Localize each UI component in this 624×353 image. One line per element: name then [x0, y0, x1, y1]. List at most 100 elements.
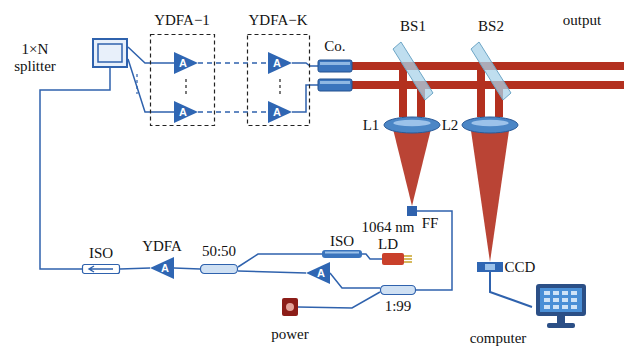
optical-fiber	[298, 292, 380, 308]
isolator-body	[322, 250, 362, 258]
ellipsis-dash	[279, 79, 280, 97]
screen-tile	[562, 298, 568, 302]
screen-tile	[544, 291, 550, 295]
lens-outline	[462, 117, 518, 133]
lens: L2	[462, 117, 518, 133]
detector-window	[286, 303, 294, 311]
component-label: YDFA−1	[154, 12, 210, 29]
collimator-outline	[318, 57, 352, 93]
computer-icon-outline	[532, 284, 590, 330]
coupler-body	[201, 265, 238, 274]
amplifier-triangle	[268, 101, 292, 123]
optical-fiber	[40, 68, 110, 269]
lens: L1	[384, 117, 440, 133]
ccd-camera-outline	[477, 262, 503, 272]
screen-tile	[553, 305, 559, 309]
output-label: output	[563, 12, 601, 29]
screen-tile	[553, 298, 559, 302]
component-label: BS2	[478, 18, 504, 35]
ellipsis-dash	[185, 79, 186, 97]
computer-icon: computer	[532, 284, 590, 330]
amplifier-symbol: A	[268, 101, 292, 123]
focused-beam	[392, 127, 431, 206]
optical-fiber	[292, 85, 318, 112]
beam-splitter-outline	[471, 42, 511, 100]
fiber-tip: FF	[407, 206, 417, 216]
optical-fiber	[292, 63, 318, 66]
component-label: ISO	[330, 233, 354, 250]
coupler-body	[381, 286, 416, 295]
component-label: L1	[363, 117, 380, 134]
amplifier-symbol: A	[174, 101, 198, 123]
component-label: BS1	[400, 18, 426, 35]
component-label: 1:99	[385, 298, 412, 315]
optical-fiber	[198, 111, 268, 113]
monitor-frame	[536, 284, 586, 316]
screen-tile	[553, 291, 559, 295]
optical-fiber	[174, 268, 200, 269]
component-label: YDFA−K	[248, 12, 307, 29]
fiber-coupler: 50:50	[200, 264, 238, 274]
fiber-tip-outline	[407, 206, 417, 216]
ccd-sensor	[485, 264, 495, 270]
amplifier-symbol: A	[268, 52, 292, 74]
amplifier-triangle	[174, 101, 198, 123]
power-meter-outline	[282, 298, 298, 316]
laser-diode: 1064 nm LD	[382, 253, 412, 265]
collimator-shine	[320, 81, 350, 84]
splitter-inner	[98, 44, 122, 62]
component-label: power	[271, 326, 309, 343]
optical-fiber	[238, 271, 306, 273]
screen-tile	[544, 305, 550, 309]
laser-beam	[403, 100, 421, 117]
component-label: 50:50	[202, 243, 236, 260]
splitter-plate	[471, 42, 511, 100]
monitor-base	[547, 323, 575, 328]
beam-splitter: BS1	[393, 42, 433, 100]
focused-beam	[470, 127, 509, 262]
dashed-frame	[151, 35, 215, 126]
fiber-coupler-outline	[200, 264, 238, 274]
detector-body	[282, 298, 298, 316]
amplifier-mark: A	[179, 57, 187, 69]
screen-tile	[544, 298, 550, 302]
amplifier-mark: A	[317, 267, 325, 279]
screen-tile	[562, 305, 568, 309]
optical-fiber	[416, 211, 452, 290]
splitter-plate	[393, 42, 433, 100]
amplifier-mark: A	[179, 106, 187, 118]
component-label: computer	[470, 330, 527, 347]
laser-diode-outline	[382, 253, 412, 265]
optical-fiber	[120, 268, 150, 269]
laser-beam	[433, 66, 471, 85]
power-meter: power	[282, 298, 298, 316]
amplifier-triangle	[150, 257, 174, 279]
isolator: ISO	[82, 264, 120, 274]
monitor-stand	[557, 316, 565, 323]
screen-tile	[571, 291, 577, 295]
lens-outline	[384, 117, 440, 133]
screen-tile	[562, 291, 568, 295]
diode-pin	[404, 261, 412, 263]
component-label: Co.	[324, 38, 345, 55]
fiber-coupler: 1:99	[380, 285, 416, 295]
beam-splitter: BS2	[471, 42, 511, 100]
collimator-body	[318, 79, 352, 91]
amplifier-stage: YDFA−KAA	[247, 34, 310, 126]
lens-body	[384, 117, 440, 133]
component-label: FF	[422, 215, 439, 232]
collimator-shine	[320, 62, 350, 65]
screen-tile	[571, 305, 577, 309]
optical-fiber	[330, 273, 380, 288]
amplifier-triangle	[268, 52, 292, 74]
data-cable	[490, 272, 532, 307]
beam-splitter-outline	[393, 42, 433, 100]
dashed-frame	[248, 35, 310, 126]
splitter-body	[93, 39, 127, 67]
lens-body	[462, 117, 518, 133]
amplifier-mark: A	[273, 106, 281, 118]
component-label: 1×N splitter	[7, 41, 63, 74]
amplifier-stage: YDFA−1AA	[150, 34, 215, 126]
optical-fiber	[362, 254, 382, 259]
amplifier-symbol: A	[306, 262, 330, 284]
